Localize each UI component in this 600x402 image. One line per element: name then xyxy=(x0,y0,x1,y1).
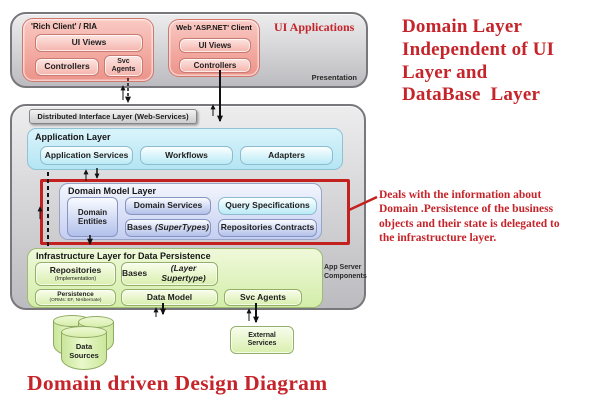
workflows-box: Workflows xyxy=(140,146,233,165)
rich-client-title: 'Rich Client' / RIA xyxy=(31,22,98,31)
web-controllers-box: Controllers xyxy=(179,58,251,73)
rich-svc-agents-box: Svc Agents xyxy=(104,55,143,77)
bases-layer-supertype-box: Bases (Layer Supertype) xyxy=(121,262,218,286)
bases-supertypes-box: Bases(SuperTypes) xyxy=(125,219,211,237)
adapters-box: Adapters xyxy=(240,146,333,165)
data-sources-cylinder-front: Data Sources xyxy=(61,326,107,370)
domain-services-box: Domain Services xyxy=(125,197,211,215)
application-layer: Application Layer Application Services W… xyxy=(27,128,343,170)
persistence-box: Persistence (ORMs: EF, NHibernate) xyxy=(35,289,116,306)
query-specifications-box: Query Specifications xyxy=(218,197,317,215)
app-server-components-label: App Server Components xyxy=(324,264,367,281)
bases-italic: (SuperTypes) xyxy=(155,222,210,233)
infra-bases-italic: (Layer Supertype) xyxy=(161,263,206,283)
cylinder-cap xyxy=(61,326,107,338)
rich-ui-views-box: UI Views xyxy=(35,34,143,52)
infra-svc-agents-box: Svc Agents xyxy=(224,289,302,306)
web-client-group: Web 'ASP.NET' Client UI Views Controller… xyxy=(168,19,260,77)
application-layer-title: Application Layer xyxy=(35,132,111,142)
repositories-contracts-box: Repositories Contracts xyxy=(218,219,317,237)
infrastructure-layer-title: Infrastructure Layer for Data Persistenc… xyxy=(36,251,211,261)
rich-controllers-box: Controllers xyxy=(35,58,99,76)
repositories-sublabel: (Implementation) xyxy=(54,275,97,282)
callout-text: Deals with the information about Domain … xyxy=(379,189,560,244)
web-client-title: Web 'ASP.NET' Client xyxy=(176,23,252,32)
infra-bases-word: Bases xyxy=(122,268,148,279)
external-services-box: External Services xyxy=(230,326,294,354)
diagram-title: Domain driven Design Diagram xyxy=(27,371,328,395)
domain-model-layer: Domain Model Layer Domain Entities Domai… xyxy=(59,183,322,240)
repositories-label: Repositories xyxy=(49,264,102,275)
application-services-box: Application Services xyxy=(40,146,133,165)
persistence-sublabel: (ORMs: EF, NHibernate) xyxy=(49,298,102,304)
presentation-label: Presentation xyxy=(311,73,357,83)
ui-applications-label: UI Applications xyxy=(274,20,355,34)
web-ui-views-box: UI Views xyxy=(179,38,251,53)
data-sources-label: Data Sources xyxy=(69,342,99,361)
domain-model-layer-title: Domain Model Layer xyxy=(68,186,157,196)
persistence-label: Persistence xyxy=(57,291,94,298)
presentation-container: 'Rich Client' / RIA UI Views Controllers… xyxy=(10,12,368,88)
rich-client-group: 'Rich Client' / RIA UI Views Controllers… xyxy=(22,18,154,82)
cylinder-body xyxy=(61,332,107,370)
infrastructure-layer: Infrastructure Layer for Data Persistenc… xyxy=(27,248,323,308)
app-server-container: Distributed Interface Layer (Web-Service… xyxy=(10,104,367,310)
domain-entities-box: Domain Entities xyxy=(67,197,118,237)
bases-word: Bases xyxy=(126,222,153,233)
headline-text: Domain Layer Independent of UI Layer and… xyxy=(402,16,555,106)
repositories-box: Repositories (Implementation) xyxy=(35,262,116,286)
data-model-box: Data Model xyxy=(121,289,218,306)
distributed-interface-layer-box: Distributed Interface Layer (Web-Service… xyxy=(29,109,197,124)
